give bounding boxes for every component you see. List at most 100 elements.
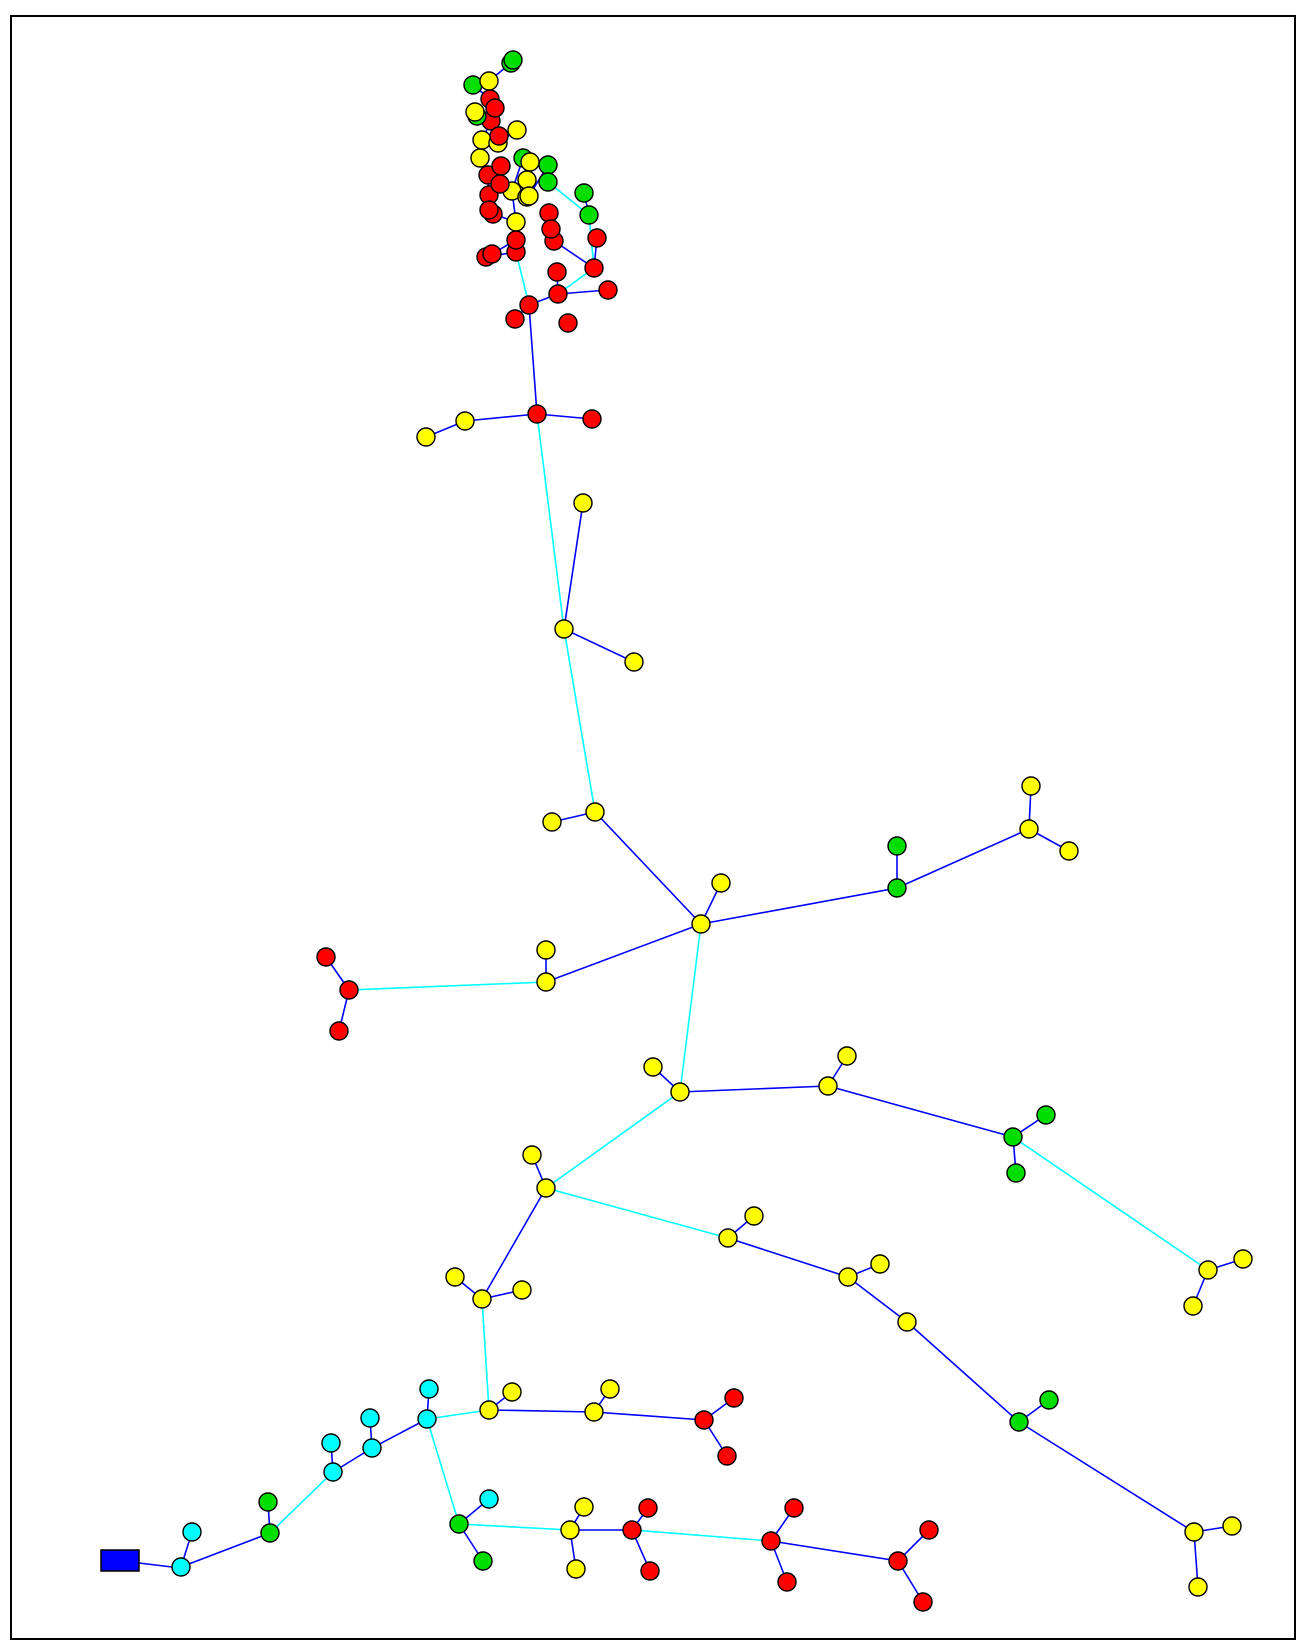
red-junction-node[interactable] <box>694 1410 714 1430</box>
pipe-link[interactable] <box>269 1471 334 1534</box>
green-junction-node[interactable] <box>473 1551 493 1571</box>
yellow-junction-node[interactable] <box>512 1280 532 1300</box>
cyan-junction-node[interactable] <box>182 1522 202 1542</box>
pipe-link[interactable] <box>631 1529 772 1542</box>
pipe-link[interactable] <box>458 1523 571 1531</box>
cyan-junction-node[interactable] <box>362 1438 382 1458</box>
yellow-junction-node[interactable] <box>670 1082 690 1102</box>
red-junction-node[interactable] <box>584 258 604 278</box>
pipe-link[interactable] <box>563 502 584 630</box>
yellow-junction-node[interactable] <box>838 1267 858 1287</box>
yellow-junction-node[interactable] <box>1021 776 1041 796</box>
yellow-junction-node[interactable] <box>1233 1249 1253 1269</box>
reservoir-icon[interactable] <box>100 1549 140 1572</box>
pipe-link[interactable] <box>827 1085 1014 1138</box>
reservoir-outlet-pipe[interactable] <box>138 1562 173 1568</box>
yellow-junction-node[interactable] <box>837 1046 857 1066</box>
red-junction-node[interactable] <box>527 404 547 424</box>
cyan-junction-node[interactable] <box>479 1489 499 1509</box>
pipe-link[interactable] <box>536 413 565 630</box>
green-junction-node[interactable] <box>538 155 558 175</box>
green-junction-node[interactable] <box>887 878 907 898</box>
yellow-junction-node[interactable] <box>502 1382 522 1402</box>
yellow-junction-node[interactable] <box>711 873 731 893</box>
cyan-junction-node[interactable] <box>323 1462 343 1482</box>
pipe-link[interactable] <box>906 1321 1020 1423</box>
yellow-junction-node[interactable] <box>542 812 562 832</box>
green-junction-node[interactable] <box>258 1492 278 1512</box>
cyan-junction-node[interactable] <box>360 1408 380 1428</box>
yellow-junction-node[interactable] <box>691 914 711 934</box>
red-junction-node[interactable] <box>888 1551 908 1571</box>
yellow-junction-node[interactable] <box>455 411 475 431</box>
red-junction-node[interactable] <box>479 200 499 220</box>
pipe-link[interactable] <box>528 304 538 415</box>
yellow-junction-node[interactable] <box>479 71 499 91</box>
pipe-link[interactable] <box>593 1411 705 1421</box>
yellow-junction-node[interactable] <box>585 802 605 822</box>
cyan-junction-node[interactable] <box>417 1409 437 1429</box>
yellow-junction-node[interactable] <box>897 1312 917 1332</box>
green-junction-node[interactable] <box>449 1514 469 1534</box>
pipe-link[interactable] <box>481 1298 490 1411</box>
red-junction-node[interactable] <box>640 1561 660 1581</box>
pipe-link[interactable] <box>679 1085 829 1093</box>
green-junction-node[interactable] <box>1036 1105 1056 1125</box>
red-junction-node[interactable] <box>547 262 567 282</box>
red-junction-node[interactable] <box>784 1498 804 1518</box>
red-junction-node[interactable] <box>489 126 509 146</box>
pipe-link[interactable] <box>727 1237 849 1278</box>
yellow-junction-node[interactable] <box>1183 1296 1203 1316</box>
yellow-junction-node[interactable] <box>479 1400 499 1420</box>
red-junction-node[interactable] <box>558 313 578 333</box>
red-junction-node[interactable] <box>539 203 559 223</box>
pipe-link[interactable] <box>545 1091 681 1189</box>
yellow-junction-node[interactable] <box>574 1497 594 1517</box>
red-junction-node[interactable] <box>505 309 525 329</box>
red-junction-node[interactable] <box>316 947 336 967</box>
yellow-junction-node[interactable] <box>416 427 436 447</box>
pipe-link[interactable] <box>545 1187 729 1239</box>
red-junction-node[interactable] <box>541 219 561 239</box>
red-junction-node[interactable] <box>482 244 502 264</box>
red-junction-node[interactable] <box>919 1520 939 1540</box>
green-junction-node[interactable] <box>1009 1412 1029 1432</box>
yellow-junction-node[interactable] <box>744 1206 764 1226</box>
yellow-junction-node[interactable] <box>818 1076 838 1096</box>
yellow-junction-node[interactable] <box>624 652 644 672</box>
red-junction-node[interactable] <box>717 1446 737 1466</box>
pipe-link[interactable] <box>896 828 1030 889</box>
red-junction-node[interactable] <box>485 98 505 118</box>
red-junction-node[interactable] <box>913 1592 933 1612</box>
red-junction-node[interactable] <box>519 295 539 315</box>
yellow-junction-node[interactable] <box>536 940 556 960</box>
yellow-junction-node[interactable] <box>718 1228 738 1248</box>
yellow-junction-node[interactable] <box>600 1379 620 1399</box>
pipe-link[interactable] <box>563 628 596 813</box>
pipe-link[interactable] <box>847 1276 908 1323</box>
cyan-junction-node[interactable] <box>321 1433 341 1453</box>
pipe-link[interactable] <box>770 1540 899 1562</box>
pipe-link[interactable] <box>481 1187 547 1300</box>
pipe-link[interactable] <box>563 628 635 663</box>
pipe-link[interactable] <box>426 1418 460 1525</box>
pipe-link[interactable] <box>679 923 702 1093</box>
yellow-junction-node[interactable] <box>566 1559 586 1579</box>
red-junction-node[interactable] <box>622 1520 642 1540</box>
red-junction-node[interactable] <box>490 174 510 194</box>
yellow-junction-node[interactable] <box>1198 1260 1218 1280</box>
yellow-junction-node[interactable] <box>1059 841 1079 861</box>
pipe-link[interactable] <box>464 413 538 422</box>
red-junction-node[interactable] <box>777 1572 797 1592</box>
red-junction-node[interactable] <box>329 1021 349 1041</box>
red-junction-node[interactable] <box>339 980 359 1000</box>
yellow-junction-node[interactable] <box>470 148 490 168</box>
green-junction-node[interactable] <box>1006 1163 1026 1183</box>
cyan-junction-node[interactable] <box>419 1379 439 1399</box>
green-junction-node[interactable] <box>1039 1390 1059 1410</box>
yellow-junction-node[interactable] <box>536 972 556 992</box>
yellow-junction-node[interactable] <box>573 493 593 513</box>
yellow-junction-node[interactable] <box>1184 1522 1204 1542</box>
yellow-junction-node[interactable] <box>506 212 526 232</box>
